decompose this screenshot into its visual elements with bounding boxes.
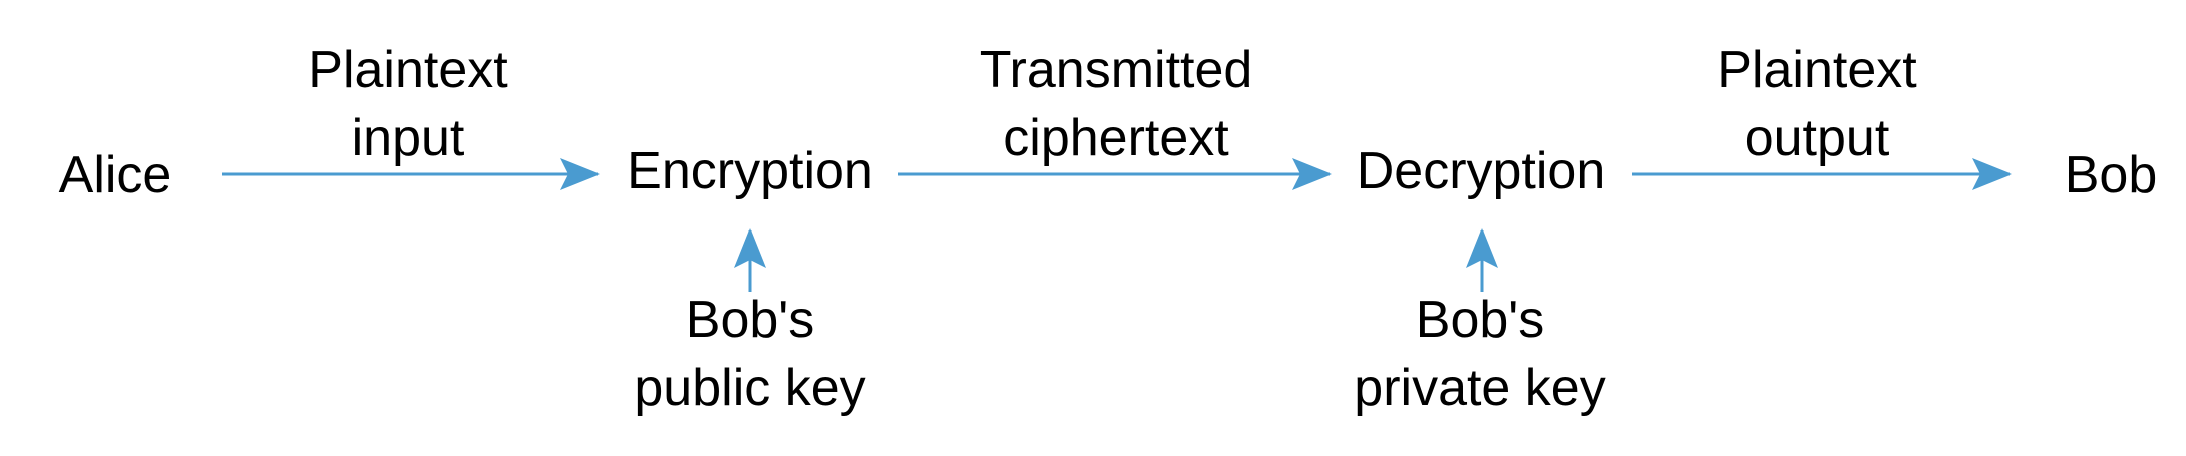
- edge-label-line: Plaintext: [308, 41, 508, 99]
- node-decryption: Decryption: [1356, 142, 1606, 200]
- key-label-line: public key: [634, 359, 866, 417]
- key-label-line: private key: [1354, 359, 1606, 417]
- edge-label-plaintext-input: Plaintext input: [308, 36, 507, 172]
- key-label-private: Bob's private key: [1354, 286, 1605, 422]
- edge-label-line: input: [351, 109, 465, 167]
- edge-label-line: ciphertext: [1003, 109, 1229, 167]
- edge-label-transmitted-ciphertext: Transmitted ciphertext: [980, 36, 1253, 172]
- node-bob: Bob: [2064, 146, 2158, 204]
- key-label-line: Bob's: [1415, 291, 1545, 349]
- node-alice: Alice: [58, 146, 172, 204]
- edge-label-plaintext-output: Plaintext output: [1717, 36, 1916, 172]
- edge-label-line: Transmitted: [979, 41, 1253, 99]
- edge-label-line: Plaintext: [1717, 41, 1917, 99]
- key-label-line: Bob's: [685, 291, 815, 349]
- key-label-public: Bob's public key: [634, 286, 865, 422]
- edge-label-line: output: [1744, 109, 1890, 167]
- node-encryption: Encryption: [627, 142, 873, 200]
